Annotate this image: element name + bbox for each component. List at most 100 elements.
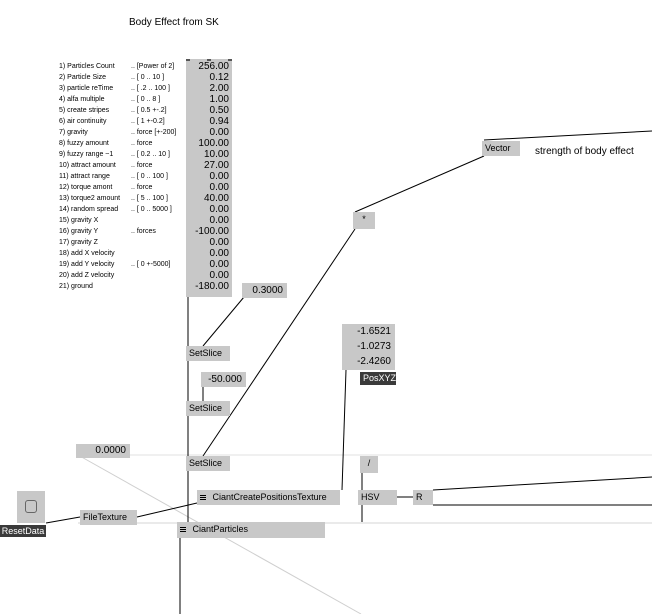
setslice-node-2[interactable]: SetSlice (186, 401, 230, 416)
position-xyz-iobox[interactable]: -1.6521 -1.0273 -2.4260 (342, 324, 395, 370)
parameter-name: 2) Particle Size (59, 74, 107, 81)
menu-icon (200, 494, 206, 501)
parameter-range (131, 248, 185, 259)
parameter-range: .. [ .2 .. 100 ] (131, 85, 170, 92)
parameter-value[interactable]: 0.00 (209, 171, 229, 182)
parameter-labels: 1) Particles Count.. [Power of 2]2) Part… (59, 61, 185, 292)
parameter-value[interactable]: -100.00 (195, 226, 229, 237)
parameter-name: 21) ground (59, 283, 93, 290)
zero-value-input[interactable]: 0.0000 (76, 444, 130, 458)
parameter-range: .. [ 0 .. 100 ] (131, 173, 168, 180)
parameter-range: .. force (131, 162, 153, 169)
pos-z-value: -2.4260 (357, 356, 391, 367)
divide-node[interactable]: / (360, 456, 378, 473)
parameter-row: 5) create stripes .. [ 0.5 +-.2] (59, 105, 185, 116)
setslice-node-2-label: SetSlice (189, 403, 223, 413)
parameter-value[interactable]: 1.00 (209, 94, 229, 105)
vector-node[interactable]: Vector (482, 141, 520, 156)
slice-value-input[interactable]: 0.3000 (242, 283, 287, 298)
parameter-range: .. [ 1 +-0.2] (131, 118, 165, 125)
ciant-particles-node[interactable]: CiantParticles (177, 522, 325, 538)
slice-offset-input[interactable]: -50.000 (201, 372, 246, 387)
parameter-name: 17) gravity Z (59, 239, 98, 246)
parameter-value[interactable]: 0.00 (209, 127, 229, 138)
hsv-node-label: HSV (361, 492, 380, 502)
parameter-name: 12) torque amont (59, 184, 113, 191)
slice-value-text: 0.3000 (252, 285, 283, 296)
setslice-node-3-label: SetSlice (189, 458, 223, 468)
toggle-square-icon (25, 500, 37, 513)
setslice-node-1[interactable]: SetSlice (186, 346, 230, 361)
pos-y-value: -1.0273 (357, 341, 391, 352)
parameter-row: 11) attract range .. [ 0 .. 100 ] (59, 171, 185, 182)
parameter-range (131, 270, 185, 281)
parameter-name: 6) air continuity (59, 118, 107, 125)
parameter-value[interactable]: 0.00 (209, 270, 229, 281)
parameter-value[interactable]: 0.00 (209, 259, 229, 270)
parameter-value[interactable]: 0.12 (209, 72, 229, 83)
parameter-value[interactable]: 2.00 (209, 83, 229, 94)
parameter-name: 5) create stripes (59, 107, 110, 114)
parameter-row: 17) gravity Z (59, 237, 185, 248)
parameter-value[interactable]: 0.00 (209, 237, 229, 248)
parameter-name: 19) add Y velocity (59, 261, 115, 268)
parameter-row: 7) gravity.. force [+-200] (59, 127, 185, 138)
r-node[interactable]: R (413, 490, 433, 505)
zero-value-text: 0.0000 (95, 445, 126, 456)
parameter-range (131, 237, 185, 248)
parameter-name: 15) gravity X (59, 217, 99, 224)
parameter-name: 13) torque2 amount (59, 195, 121, 202)
multiply-node[interactable]: * (353, 212, 375, 229)
ciant-create-positions-label: CiantCreatePositionsTexture (212, 492, 327, 502)
parameter-value[interactable]: 0.00 (209, 204, 229, 215)
parameter-value[interactable]: 100.00 (198, 138, 229, 149)
parameter-row: 9) fuzzy range ~1.. [ 0.2 .. 10 ] (59, 149, 185, 160)
posxyz-label: PosXYZ (360, 372, 396, 385)
reset-data-label: ResetData (0, 525, 46, 537)
ciant-create-positions-node[interactable]: CiantCreatePositionsTexture (197, 490, 340, 505)
parameter-name: 10) attract amount (59, 162, 116, 169)
slice-offset-text: -50.000 (208, 374, 242, 385)
parameter-value[interactable]: 256.00 (198, 61, 229, 72)
ciant-particles-label: CiantParticles (192, 524, 249, 534)
parameter-range: .. [ 5 .. 100 ] (131, 195, 168, 202)
reset-toggle[interactable] (17, 491, 45, 523)
parameter-row: 4) alfa multiple .. [ 0 .. 8 ] (59, 94, 185, 105)
parameter-range: .. [ 0 .. 5000 ] (131, 206, 172, 213)
parameter-value[interactable]: 40.00 (203, 193, 229, 204)
parameter-name: 9) fuzzy range ~1 (59, 151, 114, 158)
multiply-node-label: * (362, 214, 366, 224)
parameter-value[interactable]: 27.00 (203, 160, 229, 171)
parameter-range: .. force (131, 140, 153, 147)
parameter-row: 12) torque amont.. force (59, 182, 185, 193)
parameter-range (131, 215, 185, 226)
setslice-node-3[interactable]: SetSlice (186, 456, 230, 471)
parameter-name: 11) attract range (59, 173, 110, 180)
parameter-value[interactable]: 0.00 (209, 215, 229, 226)
vector-node-label: Vector (485, 143, 511, 153)
parameter-name: 8) fuzzy amount (59, 140, 109, 147)
parameter-range: .. [ 0 .. 8 ] (131, 96, 161, 103)
parameter-value[interactable]: 0.00 (209, 248, 229, 259)
parameter-name: 3) particle reTime (59, 85, 114, 92)
parameter-value[interactable]: 0.94 (209, 116, 229, 127)
parameter-value[interactable]: 0.50 (209, 105, 229, 116)
parameter-value[interactable]: 10.00 (203, 149, 229, 160)
parameter-value[interactable]: -180.00 (195, 281, 229, 292)
parameter-value[interactable]: 0.00 (209, 182, 229, 193)
parameter-range: .. [ 0 .. 10 ] (131, 74, 165, 81)
parameter-name: 4) alfa multiple (59, 96, 105, 103)
parameter-name: 16) gravity Y (59, 228, 99, 235)
patch-title: Body Effect from SK (129, 17, 219, 28)
parameter-row: 2) Particle Size .. [ 0 .. 10 ] (59, 72, 185, 83)
parameter-range: .. [ 0.5 +-.2] (131, 107, 167, 114)
filetexture-node[interactable]: FileTexture (80, 510, 137, 525)
parameter-range: .. forces (131, 228, 156, 235)
parameter-row: 3) particle reTime .. [ .2 .. 100 ] (59, 83, 185, 94)
r-node-label: R (416, 492, 423, 502)
hsv-node[interactable]: HSV (358, 490, 397, 505)
parameter-name: 7) gravity (59, 129, 88, 136)
pos-x-value: -1.6521 (357, 326, 391, 337)
